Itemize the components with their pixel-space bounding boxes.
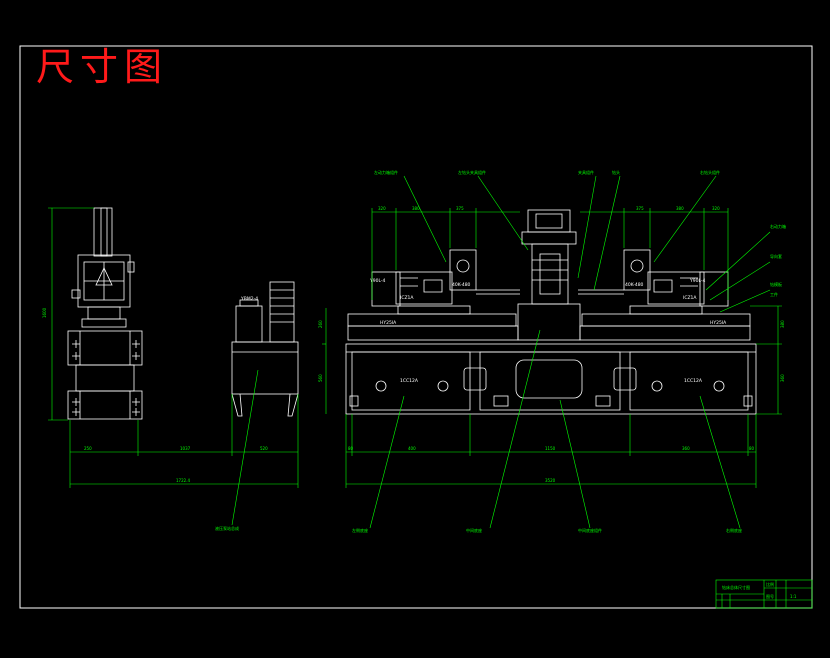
top-dim-4: 375 (636, 206, 644, 211)
bottom-dim-2: 400 (408, 446, 416, 451)
bottom-dim-1: 80 (348, 446, 354, 451)
motor-right-label: Y90L-4 (689, 278, 706, 284)
callout-right-4: 工件 (770, 291, 778, 297)
left-view (67, 207, 299, 420)
dim-right: 520 (260, 446, 268, 451)
callout-top-5: 右钻头组件 (700, 169, 720, 175)
gear-right-label: 40K-480 (625, 282, 644, 288)
title-block-name: 钻床总体尺寸图 (722, 584, 750, 590)
title-block-cell-b: 1:1 (790, 594, 797, 599)
slide-right-label: HY25IA (710, 320, 727, 326)
main-view (345, 209, 757, 415)
pump-motor-label: YBM2-4 (240, 296, 258, 302)
bottom-dim-3: 1150 (545, 446, 556, 451)
top-dim-1: 320 (378, 206, 386, 211)
callout-top-4: 钻头 (612, 169, 620, 175)
slide-left-label: HY25IA (380, 320, 397, 326)
callout-right-3: 钻模板 (770, 281, 782, 287)
top-dim-6: 320 (712, 206, 720, 211)
title-block (715, 579, 813, 609)
dim-mid: 1037 (180, 446, 191, 451)
base-left-label: 1CC12A (400, 378, 419, 384)
bottom-dim-5: 80 (749, 446, 755, 451)
gear-left-label: 40K-480 (452, 282, 471, 288)
callout-pump: 液压泵站总成 (215, 525, 239, 531)
title-block-cell-c: 图号 (766, 593, 774, 599)
title-block-cell-a: 比例 (766, 581, 774, 587)
right-height-a: 380 (780, 320, 785, 328)
top-dim-3: 375 (456, 206, 464, 211)
motor-left-label: Y90L-4 (369, 278, 386, 284)
top-dim-2: 380 (412, 206, 420, 211)
callout-top-2: 左钻头夹具组件 (458, 169, 486, 175)
top-dim-5: 380 (676, 206, 684, 211)
left-view-dimensions (48, 207, 299, 526)
callout-right-1: 右动力箱 (770, 223, 786, 229)
main-total-dim: 3520 (545, 478, 556, 483)
head-right-label: ICZ1A (683, 295, 697, 301)
left-height-dim: 1600 (42, 307, 47, 318)
callout-bottom-2: 中间底座 (466, 527, 482, 533)
callout-top-1: 左动力箱组件 (374, 169, 398, 175)
left-height-b: 560 (318, 374, 323, 382)
main-view-dimensions (322, 175, 782, 529)
left-total-dim: 1722.4 (176, 478, 190, 483)
callout-bottom-1: 左侧底座 (352, 527, 368, 533)
callout-right-2: 导向套 (770, 253, 782, 259)
head-left-label: ICZ1A (400, 295, 414, 301)
dim-left: 250 (84, 446, 92, 451)
callout-bottom-3: 中间底座组件 (578, 527, 602, 533)
base-right-label: 1CC12A (684, 378, 703, 384)
callout-bottom-4: 右侧底座 (726, 527, 742, 533)
bottom-dim-4: 360 (682, 446, 690, 451)
right-height-b: 360 (780, 374, 785, 382)
drawing-title: 尺寸图 (36, 45, 169, 89)
callout-top-3: 夹具组件 (578, 169, 594, 175)
left-height-a: 260 (318, 320, 323, 328)
